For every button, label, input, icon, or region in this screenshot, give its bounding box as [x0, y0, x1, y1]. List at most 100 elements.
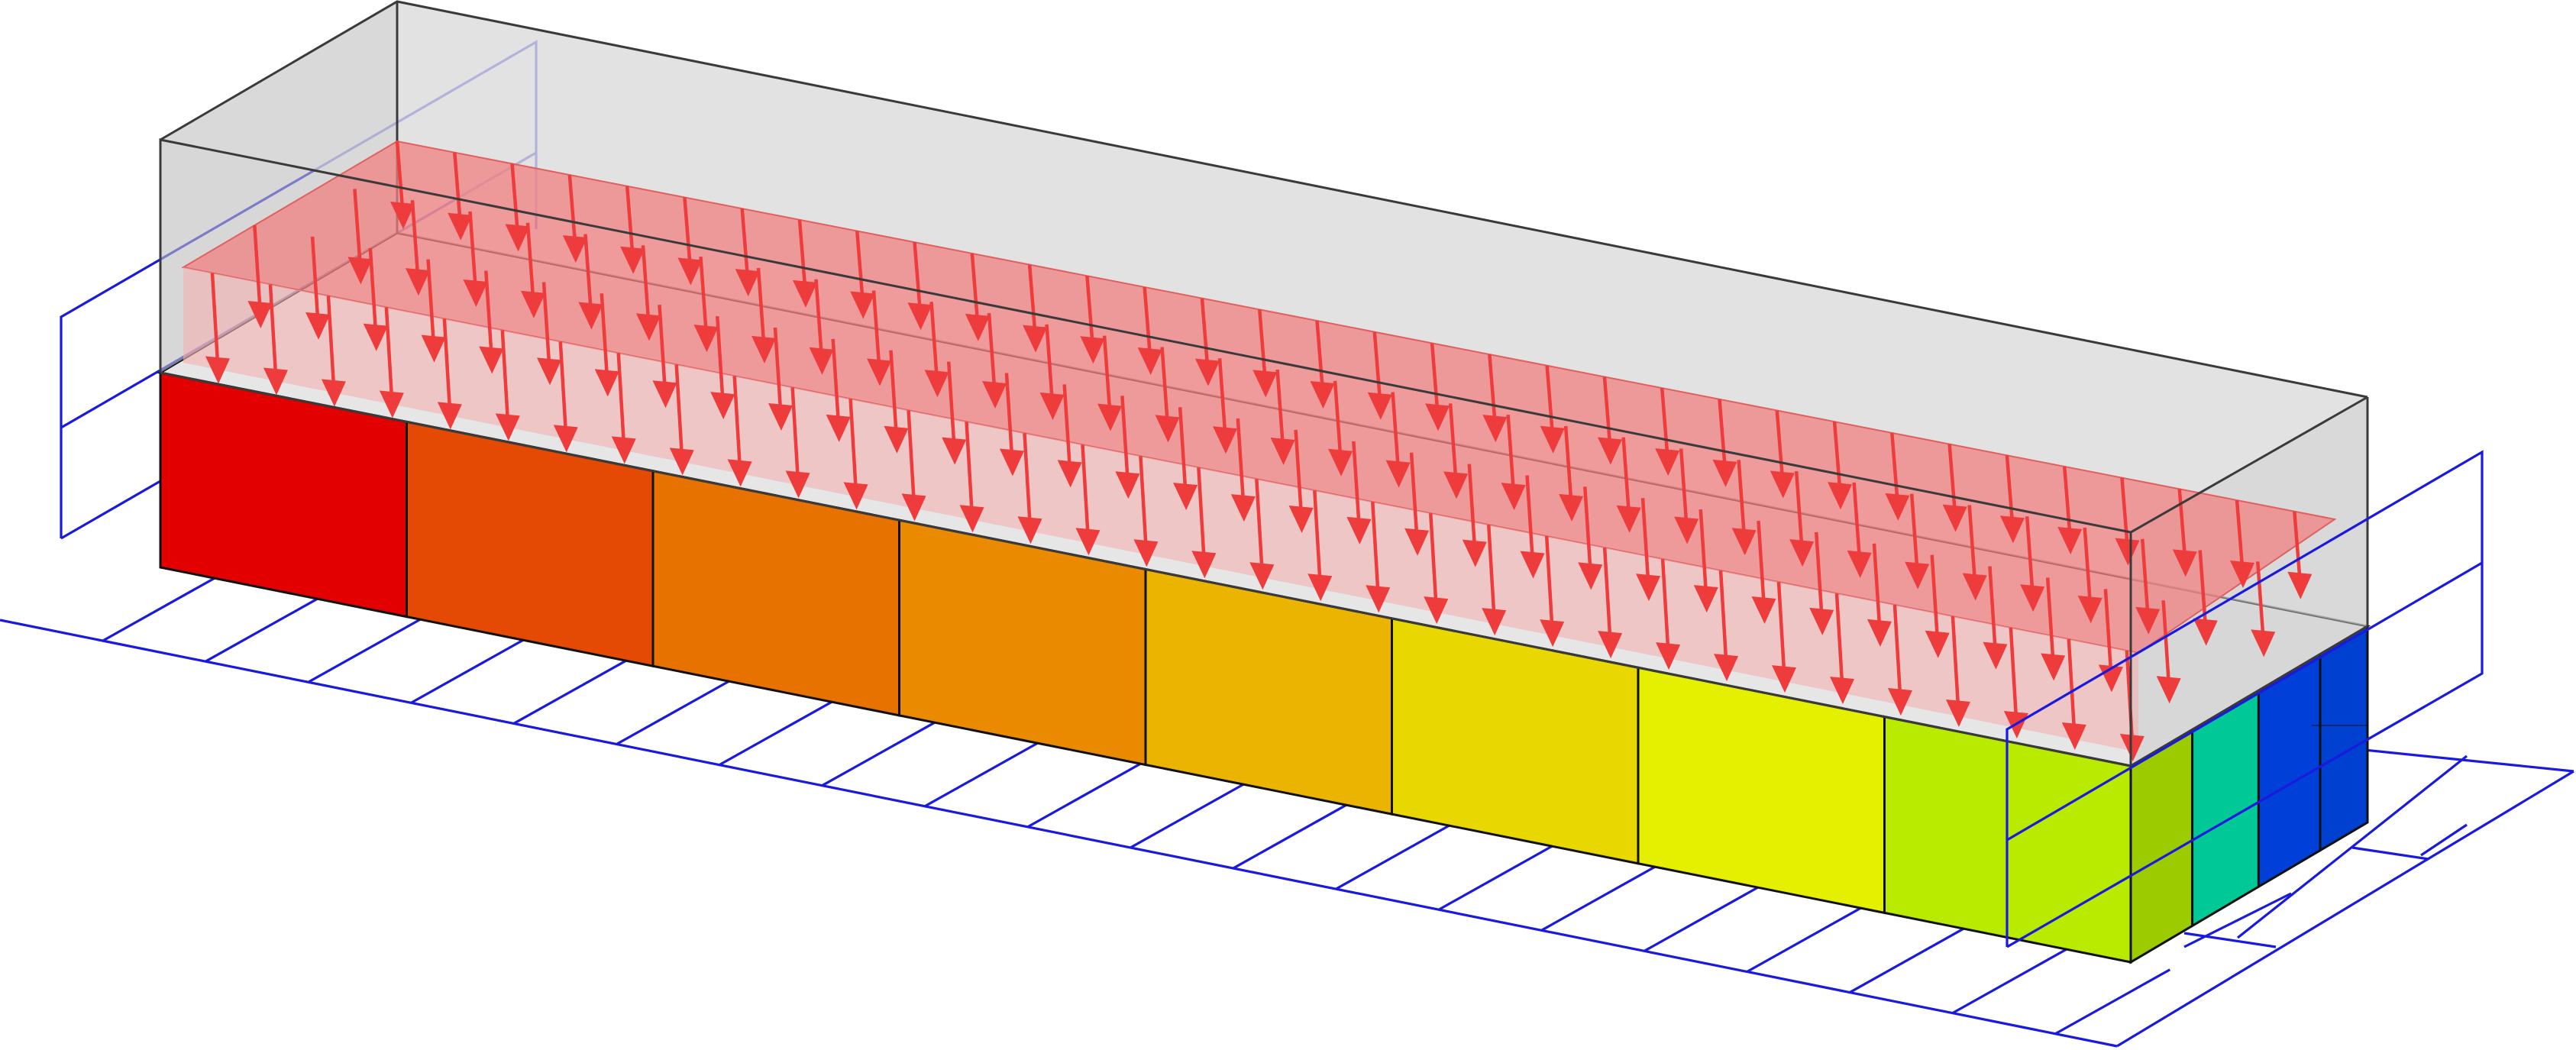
load-arrow — [1828, 422, 1853, 510]
load-arrow — [1367, 331, 1392, 420]
load-arrow-head — [768, 402, 793, 431]
load-arrow-shaft — [253, 225, 262, 308]
load-arrow-shaft — [500, 330, 510, 420]
load-arrow-head — [594, 369, 619, 397]
right-support-frame — [2006, 450, 2484, 948]
load-arrow-head — [1075, 528, 1101, 556]
load-arrow-shaft — [1081, 444, 1090, 535]
load-arrow-shaft — [442, 318, 452, 409]
load-arrow — [1039, 324, 1065, 420]
load-arrow — [2077, 527, 2102, 624]
load-arrow — [1057, 384, 1082, 488]
load-arrow-head — [1828, 482, 1853, 510]
load-arrow-head — [1616, 505, 1641, 533]
load-arrow — [901, 410, 926, 522]
load-arrow-head — [693, 325, 719, 353]
load-arrow-head — [1598, 631, 1623, 659]
load-arrow — [379, 307, 404, 418]
load-arrow-shaft — [773, 327, 783, 410]
load-arrow-shaft — [1027, 264, 1037, 331]
load-arrow — [652, 305, 677, 409]
load-arrow — [1945, 615, 1970, 728]
load-arrow-shaft — [1947, 444, 1957, 511]
load-arrow-head — [1328, 448, 1353, 477]
load-arrow — [421, 259, 446, 363]
load-arrow — [463, 211, 488, 307]
load-arrow-head — [1213, 426, 1238, 454]
load-arrow-shaft — [453, 152, 462, 219]
load-arrow-shaft — [2235, 499, 2245, 567]
load-arrow-shaft — [831, 338, 840, 422]
load-arrow — [505, 163, 530, 252]
load-arrow-head — [669, 447, 694, 476]
load-arrow-head — [562, 235, 587, 263]
load-arrow — [1230, 418, 1256, 522]
load-arrow-shaft — [699, 256, 708, 331]
load-arrow-head — [1424, 596, 1449, 625]
load-arrow-shaft — [814, 279, 823, 354]
load-arrow-head — [2041, 653, 2066, 681]
load-arrow-shaft — [1255, 479, 1264, 569]
load-arrow-head — [2156, 676, 2181, 704]
load-arrow-shaft — [1660, 387, 1669, 455]
load-arrow-shaft — [395, 141, 405, 208]
load-arrow-shaft — [1294, 429, 1303, 512]
ground-hatch-line — [1438, 844, 1554, 911]
load-arrow-head — [982, 381, 1007, 409]
load-arrow-shaft — [1640, 498, 1650, 580]
load-arrow-head — [1194, 358, 1220, 386]
load-arrow — [1443, 403, 1469, 499]
load-arrow-head — [1017, 516, 1042, 544]
load-arrow-head — [1252, 370, 1278, 398]
load-arrow-head — [1137, 347, 1162, 375]
load-arrow-head — [363, 323, 388, 351]
load-arrow — [305, 236, 331, 340]
load-arrow-shaft — [1718, 570, 1728, 661]
load-arrow-head — [1885, 493, 1910, 521]
load-arrow-head — [1310, 381, 1335, 409]
load-arrow-head — [1482, 415, 1508, 443]
load-arrow-shaft — [1178, 407, 1188, 489]
load-arrow-shaft — [1102, 335, 1112, 410]
ground-hatch-line — [924, 741, 1040, 808]
load-arrow-shaft — [683, 197, 692, 264]
load-arrow-head — [390, 202, 415, 229]
load-arrow — [710, 315, 735, 420]
ground-hatch-line — [513, 658, 629, 725]
load-arrow-head — [1714, 654, 1739, 682]
load-arrow — [1559, 425, 1584, 522]
load-arrow-head — [520, 290, 545, 318]
load-arrow — [578, 234, 603, 330]
load-arrow — [1252, 309, 1278, 398]
load-arrow-shaft — [525, 222, 535, 297]
load-arrow-head — [247, 301, 273, 328]
load-arrow — [1616, 437, 1641, 533]
load-arrow-shaft — [1139, 456, 1148, 546]
load-arrow-head — [1772, 665, 1797, 693]
load-arrow-shaft — [740, 208, 749, 276]
load-arrow-head — [1656, 642, 1681, 670]
load-arrow — [611, 353, 636, 464]
load-arrow — [1328, 380, 1353, 477]
load-arrow-head — [1925, 630, 1950, 658]
load-arrow — [2135, 538, 2161, 635]
load-arrow-head — [1039, 392, 1065, 420]
ground-hatch-line — [1644, 886, 1760, 952]
load-arrow — [594, 293, 619, 397]
load-arrow-head — [611, 436, 636, 464]
load-arrow-shaft — [889, 350, 898, 432]
load-arrow — [363, 247, 388, 351]
load-arrow-shaft — [2293, 511, 2302, 578]
ground-hatch-line — [2183, 892, 2292, 948]
load-arrow-shaft — [1160, 347, 1169, 422]
load-arrow — [635, 245, 661, 341]
load-arrow — [677, 197, 703, 286]
load-arrow-shaft — [790, 387, 800, 477]
load-arrow-head — [1945, 699, 1970, 728]
load-arrow — [1133, 456, 1159, 567]
load-arrow-head — [677, 257, 703, 286]
load-arrow — [1598, 548, 1623, 659]
load-arrow-shaft — [1143, 286, 1152, 354]
load-arrow-head — [2061, 722, 2086, 751]
load-arrow-shaft — [1486, 525, 1496, 615]
